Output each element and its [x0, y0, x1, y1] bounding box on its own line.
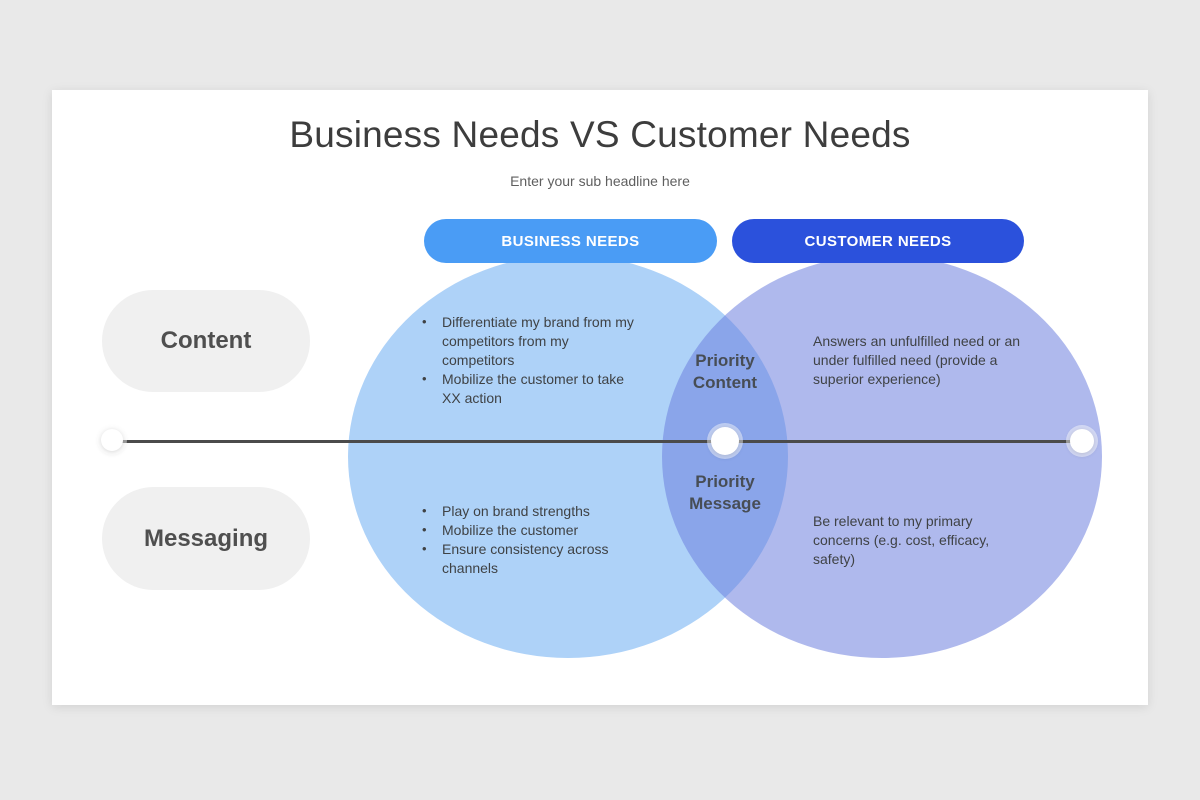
row-label-messaging-text: Messaging — [143, 524, 269, 552]
list-item: Mobilize the customer to take XX action — [420, 370, 638, 408]
business-needs-header-label: BUSINESS NEEDS — [501, 232, 640, 250]
axis-dot-center — [711, 427, 739, 455]
page-subtitle: Enter your sub headline here — [510, 173, 690, 189]
customer-needs-header[interactable]: CUSTOMER NEEDS — [732, 219, 1024, 263]
axis-dot-right — [1070, 429, 1094, 453]
list-item: Mobilize the customer — [420, 521, 645, 540]
row-label-content: Content — [102, 290, 310, 392]
overlap-priority-message-label: Priority Message — [689, 472, 761, 514]
business-needs-header[interactable]: BUSINESS NEEDS — [424, 219, 717, 263]
row-label-messaging: Messaging — [102, 487, 310, 590]
list-item: Differentiate my brand from my competito… — [420, 313, 638, 370]
customer-content-text: Answers an unfulfilled need or an under … — [813, 333, 1021, 387]
business-content-list: Differentiate my brand from my competito… — [420, 313, 638, 407]
horizontal-axis-line — [112, 440, 1082, 443]
axis-dot-left — [101, 429, 123, 451]
list-item: Play on brand strengths — [420, 502, 645, 521]
list-item: Ensure consistency across channels — [420, 540, 645, 578]
customer-needs-header-label: CUSTOMER NEEDS — [804, 232, 952, 250]
row-label-content-text: Content — [160, 327, 252, 354]
slide-canvas: Business Needs VS Customer Needs Enter y… — [52, 90, 1148, 705]
overlap-priority-content-label: Priority Content — [692, 351, 758, 393]
page-title: Business Needs VS Customer Needs — [289, 114, 911, 155]
venn-circle-customer — [662, 255, 1102, 658]
customer-messaging-text: Be relevant to my primary concerns (e.g.… — [813, 513, 990, 567]
business-messaging-list: Play on brand strengths Mobilize the cus… — [420, 502, 645, 578]
